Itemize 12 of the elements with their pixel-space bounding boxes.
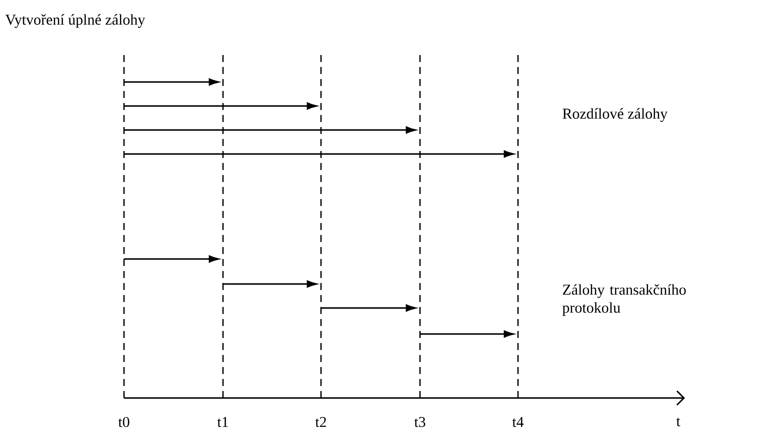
heading: Vytvoření úplné zálohy	[5, 14, 146, 28]
arrow	[124, 102, 317, 110]
arrow	[321, 304, 416, 312]
arrow	[223, 280, 317, 288]
group-label: Zálohy transakčního protokolu	[562, 284, 686, 316]
arrow	[124, 255, 219, 263]
group-label: Rozdílové zálohy	[562, 108, 668, 122]
arrow	[420, 330, 514, 338]
arrow	[124, 78, 219, 86]
arrow	[124, 150, 514, 158]
axis-label: t	[676, 418, 680, 426]
arrow	[124, 126, 416, 134]
